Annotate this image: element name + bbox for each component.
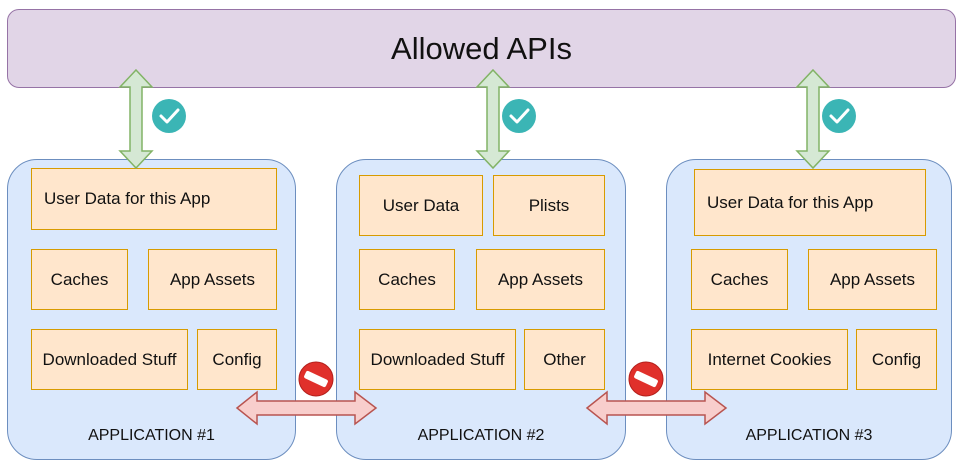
app3-user-data-box: User Data for this App [694, 169, 926, 236]
allowed-arrow-app1 [118, 68, 154, 170]
app3-app-assets-box: App Assets [808, 249, 937, 310]
app1-caches-box: Caches [31, 249, 128, 310]
check-icon [822, 99, 856, 133]
app2-app-assets-box: App Assets [476, 249, 605, 310]
application-3-label: APPLICATION #3 [745, 427, 873, 444]
no-entry-icon [628, 361, 664, 397]
application-3-container: User Data for this App Caches App Assets… [666, 159, 952, 460]
application-2-label: APPLICATION #2 [417, 427, 545, 444]
application-1-label: APPLICATION #1 [88, 427, 215, 444]
application-2-container: User Data Plists Caches App Assets Downl… [336, 159, 626, 460]
no-entry-icon [298, 361, 334, 397]
app2-other-box: Other [524, 329, 605, 390]
check-icon [152, 99, 186, 133]
app2-user-data-box: User Data [359, 175, 483, 236]
app3-caches-box: Caches [691, 249, 788, 310]
allowed-apis-bar: Allowed APIs [7, 9, 956, 88]
app1-config-box: Config [197, 329, 277, 390]
allowed-apis-title: Allowed APIs [391, 30, 572, 66]
app1-app-assets-box: App Assets [148, 249, 277, 310]
app2-downloaded-stuff-box: Downloaded Stuff [359, 329, 516, 390]
app1-user-data-box: User Data for this App [31, 168, 277, 230]
app3-internet-cookies-box: Internet Cookies [691, 329, 848, 390]
check-icon [502, 99, 536, 133]
app1-downloaded-stuff-box: Downloaded Stuff [31, 329, 188, 390]
app2-plists-box: Plists [493, 175, 605, 236]
blocked-arrow-app2-app3 [585, 390, 728, 426]
app3-config-box: Config [856, 329, 937, 390]
allowed-arrow-app2 [475, 68, 511, 170]
blocked-arrow-app1-app2 [235, 390, 378, 426]
allowed-arrow-app3 [795, 68, 831, 170]
app2-caches-box: Caches [359, 249, 455, 310]
